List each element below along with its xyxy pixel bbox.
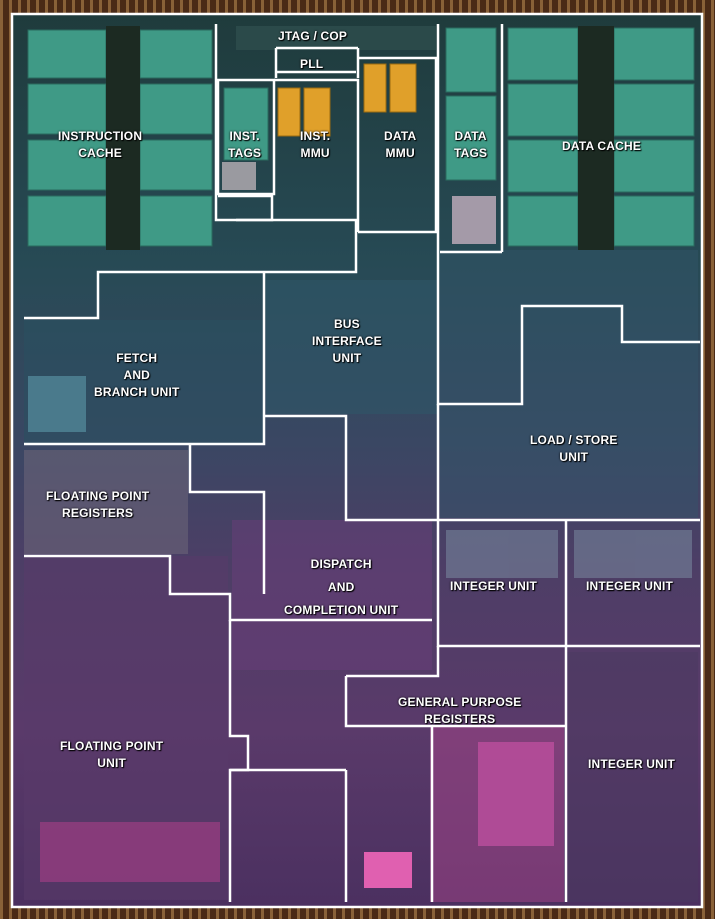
icache-spine — [106, 26, 140, 250]
inst-tags-label: INST.TAGS — [228, 129, 262, 160]
data-cache-arrays — [507, 27, 695, 247]
unit-outlines — [10, 12, 704, 909]
data-cache-label: DATA CACHE — [562, 139, 642, 153]
instruction-cache-arrays — [27, 29, 213, 247]
int3-fill — [566, 652, 698, 902]
jtag-cop-label: JTAG / COP — [278, 29, 348, 43]
fetch-block — [28, 376, 86, 432]
fp-registers-fill — [24, 450, 188, 554]
tag-arrays — [223, 27, 497, 181]
dispatch-fill — [232, 520, 432, 670]
mmu-arrays — [277, 63, 417, 137]
integer-unit-3-label: INTEGER UNIT — [588, 757, 676, 771]
data-tags-block — [452, 196, 496, 244]
load-store-fill — [440, 250, 698, 518]
integer-unit-1-label: INTEGER UNIT — [450, 579, 538, 593]
integer-unit-2-label: INTEGER UNIT — [586, 579, 674, 593]
inst-tags-block — [222, 162, 256, 190]
gpr-small-array — [364, 852, 412, 888]
bus-interface-fill — [266, 280, 438, 414]
gpr-array — [478, 742, 554, 846]
integer-unit-stripes — [446, 530, 692, 578]
dcache-spine — [578, 26, 614, 250]
pll-label: PLL — [300, 57, 324, 71]
jtag-area — [236, 26, 436, 50]
fpu-magenta — [40, 822, 220, 882]
inst-mmu-label: INST.MMU — [300, 129, 331, 160]
